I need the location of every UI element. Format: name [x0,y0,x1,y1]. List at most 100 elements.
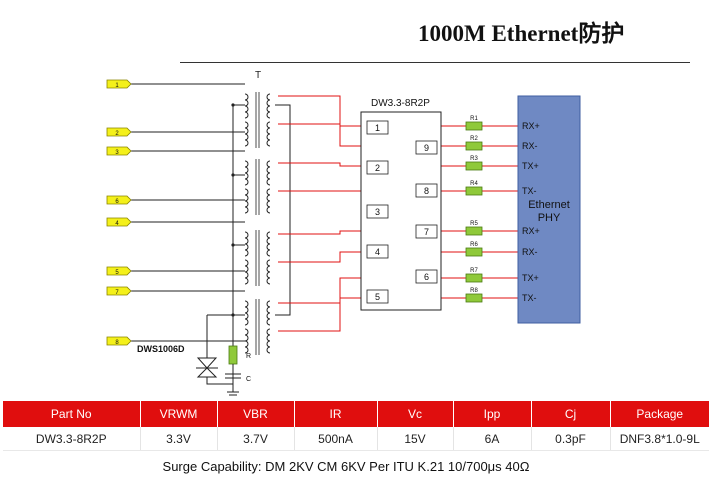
tvs-diode-symbol [196,314,233,385]
connector-pin-8 [106,336,132,346]
spec-header-cell: Ipp [453,401,532,427]
resistor-R1 [465,121,483,131]
transformer-group [244,92,271,355]
spec-header-cell: Package [610,401,709,427]
transformer-primary-coil [244,160,249,186]
chip-pin-4 [366,244,389,259]
transformer-secondary-coil [266,93,271,119]
phy-pin-label: TX+ [522,273,539,283]
connector-pin-5 [106,266,132,276]
connector-pin-3 [106,146,132,156]
chip-label: DW3.3-8R2P [371,98,430,109]
phy-pins: RX+RX-TX+TX-RX+RX-TX+TX- [522,121,540,303]
chip-pin-label: 2 [375,163,380,173]
resistor-R8 [465,293,483,303]
resistor-R5 [465,226,483,236]
transformer-core [255,159,260,215]
page-title: 1000M Ethernet防护 [418,21,625,46]
resistor-R6 [465,247,483,257]
resistor-R4 [465,186,483,196]
spec-cell: DW3.3-8R2P [3,427,141,451]
phy-pin-label: RX+ [522,226,540,236]
transformer-secondary-coil [266,328,271,354]
transformer-primary-coil [244,188,249,214]
connector-pin-label: 3 [115,150,119,156]
spec-cell: 3.3V [140,427,218,451]
chip-pin-6 [415,269,438,284]
resistor-label: R7 [470,268,478,274]
chip-pin-5 [366,289,389,304]
phy-pin-label: TX+ [522,161,539,171]
bias-capacitor-label: C [246,376,251,383]
spec-header-cell: Vc [377,401,454,427]
connector-pin-2 [106,127,132,137]
junction-dot [231,173,235,177]
resistor-label: R4 [470,181,478,187]
transformer-secondary-coil [266,259,271,285]
chip-pin-7 [415,224,438,239]
connector-pin-4 [106,217,132,227]
chip-pin-label: 4 [375,247,380,257]
spec-header-cell: Part No [3,401,141,427]
resistor-R2 [465,141,483,151]
connector-pin-1 [106,79,132,89]
chip-pin-label: 1 [375,123,380,133]
transformer-primary-coil [244,121,249,147]
spec-cell: 500nA [294,427,378,451]
chip-pin-label: 8 [424,186,429,196]
junction-dot [231,103,235,107]
transformer-core [255,299,260,355]
spec-header-cell: Cj [531,401,611,427]
spec-cell: DNF3.8*1.0-9L [610,427,709,451]
junction-dot [231,243,235,247]
connector-pin-label: 4 [115,221,119,227]
spec-cell: 3.7V [217,427,295,451]
connector-pin-label: 5 [115,270,119,276]
resistor-label: R6 [470,242,478,248]
phy-pin-label: TX- [522,293,537,303]
transformer-secondary-coil [266,231,271,257]
chip-pin-3 [366,204,389,219]
resistor-label: R2 [470,136,478,142]
spec-header-cell: VBR [217,401,295,427]
chip-pin-label: 5 [375,292,380,302]
spec-header-cell: VRWM [140,401,218,427]
chip-pin-label: 6 [424,272,429,282]
secondary-center-tap [275,104,291,316]
transformer-secondary-coil [266,160,271,186]
connector-pin-label: 6 [115,199,119,205]
transformer-primary-coil [244,259,249,285]
connector-pin-label: 2 [115,131,119,137]
resistor-label: R8 [470,288,478,294]
bias-resistor-label: R [246,353,251,360]
transformer-primary-coil [244,93,249,119]
phy-pin-label: RX- [522,141,538,151]
transformer-primary-coil [244,300,249,326]
phy-pin-label: RX+ [522,121,540,131]
ethernet-phy-block [517,95,581,324]
phy-label-ethernet: Ethernet [528,199,570,211]
chip-pin-label: 3 [375,207,380,217]
transformer-core [255,92,260,148]
chip-pin-label: 7 [424,227,429,237]
transformer-secondary-coil [266,300,271,326]
transformer-primary-coil [244,328,249,354]
chip-pin-8 [415,183,438,198]
spec-header-cell: IR [294,401,378,427]
wiring [131,83,518,384]
phy-pin-label: TX- [522,186,537,196]
transformer-secondary-coil [266,188,271,214]
transformer-label: T [255,70,261,81]
connector-pin-label: 1 [115,83,119,89]
resistor-R3 [465,161,483,171]
bias-resistor [228,345,238,365]
spec-cell: 6A [453,427,532,451]
connector-pin-7 [106,286,132,296]
transformer-primary-coil [244,231,249,257]
